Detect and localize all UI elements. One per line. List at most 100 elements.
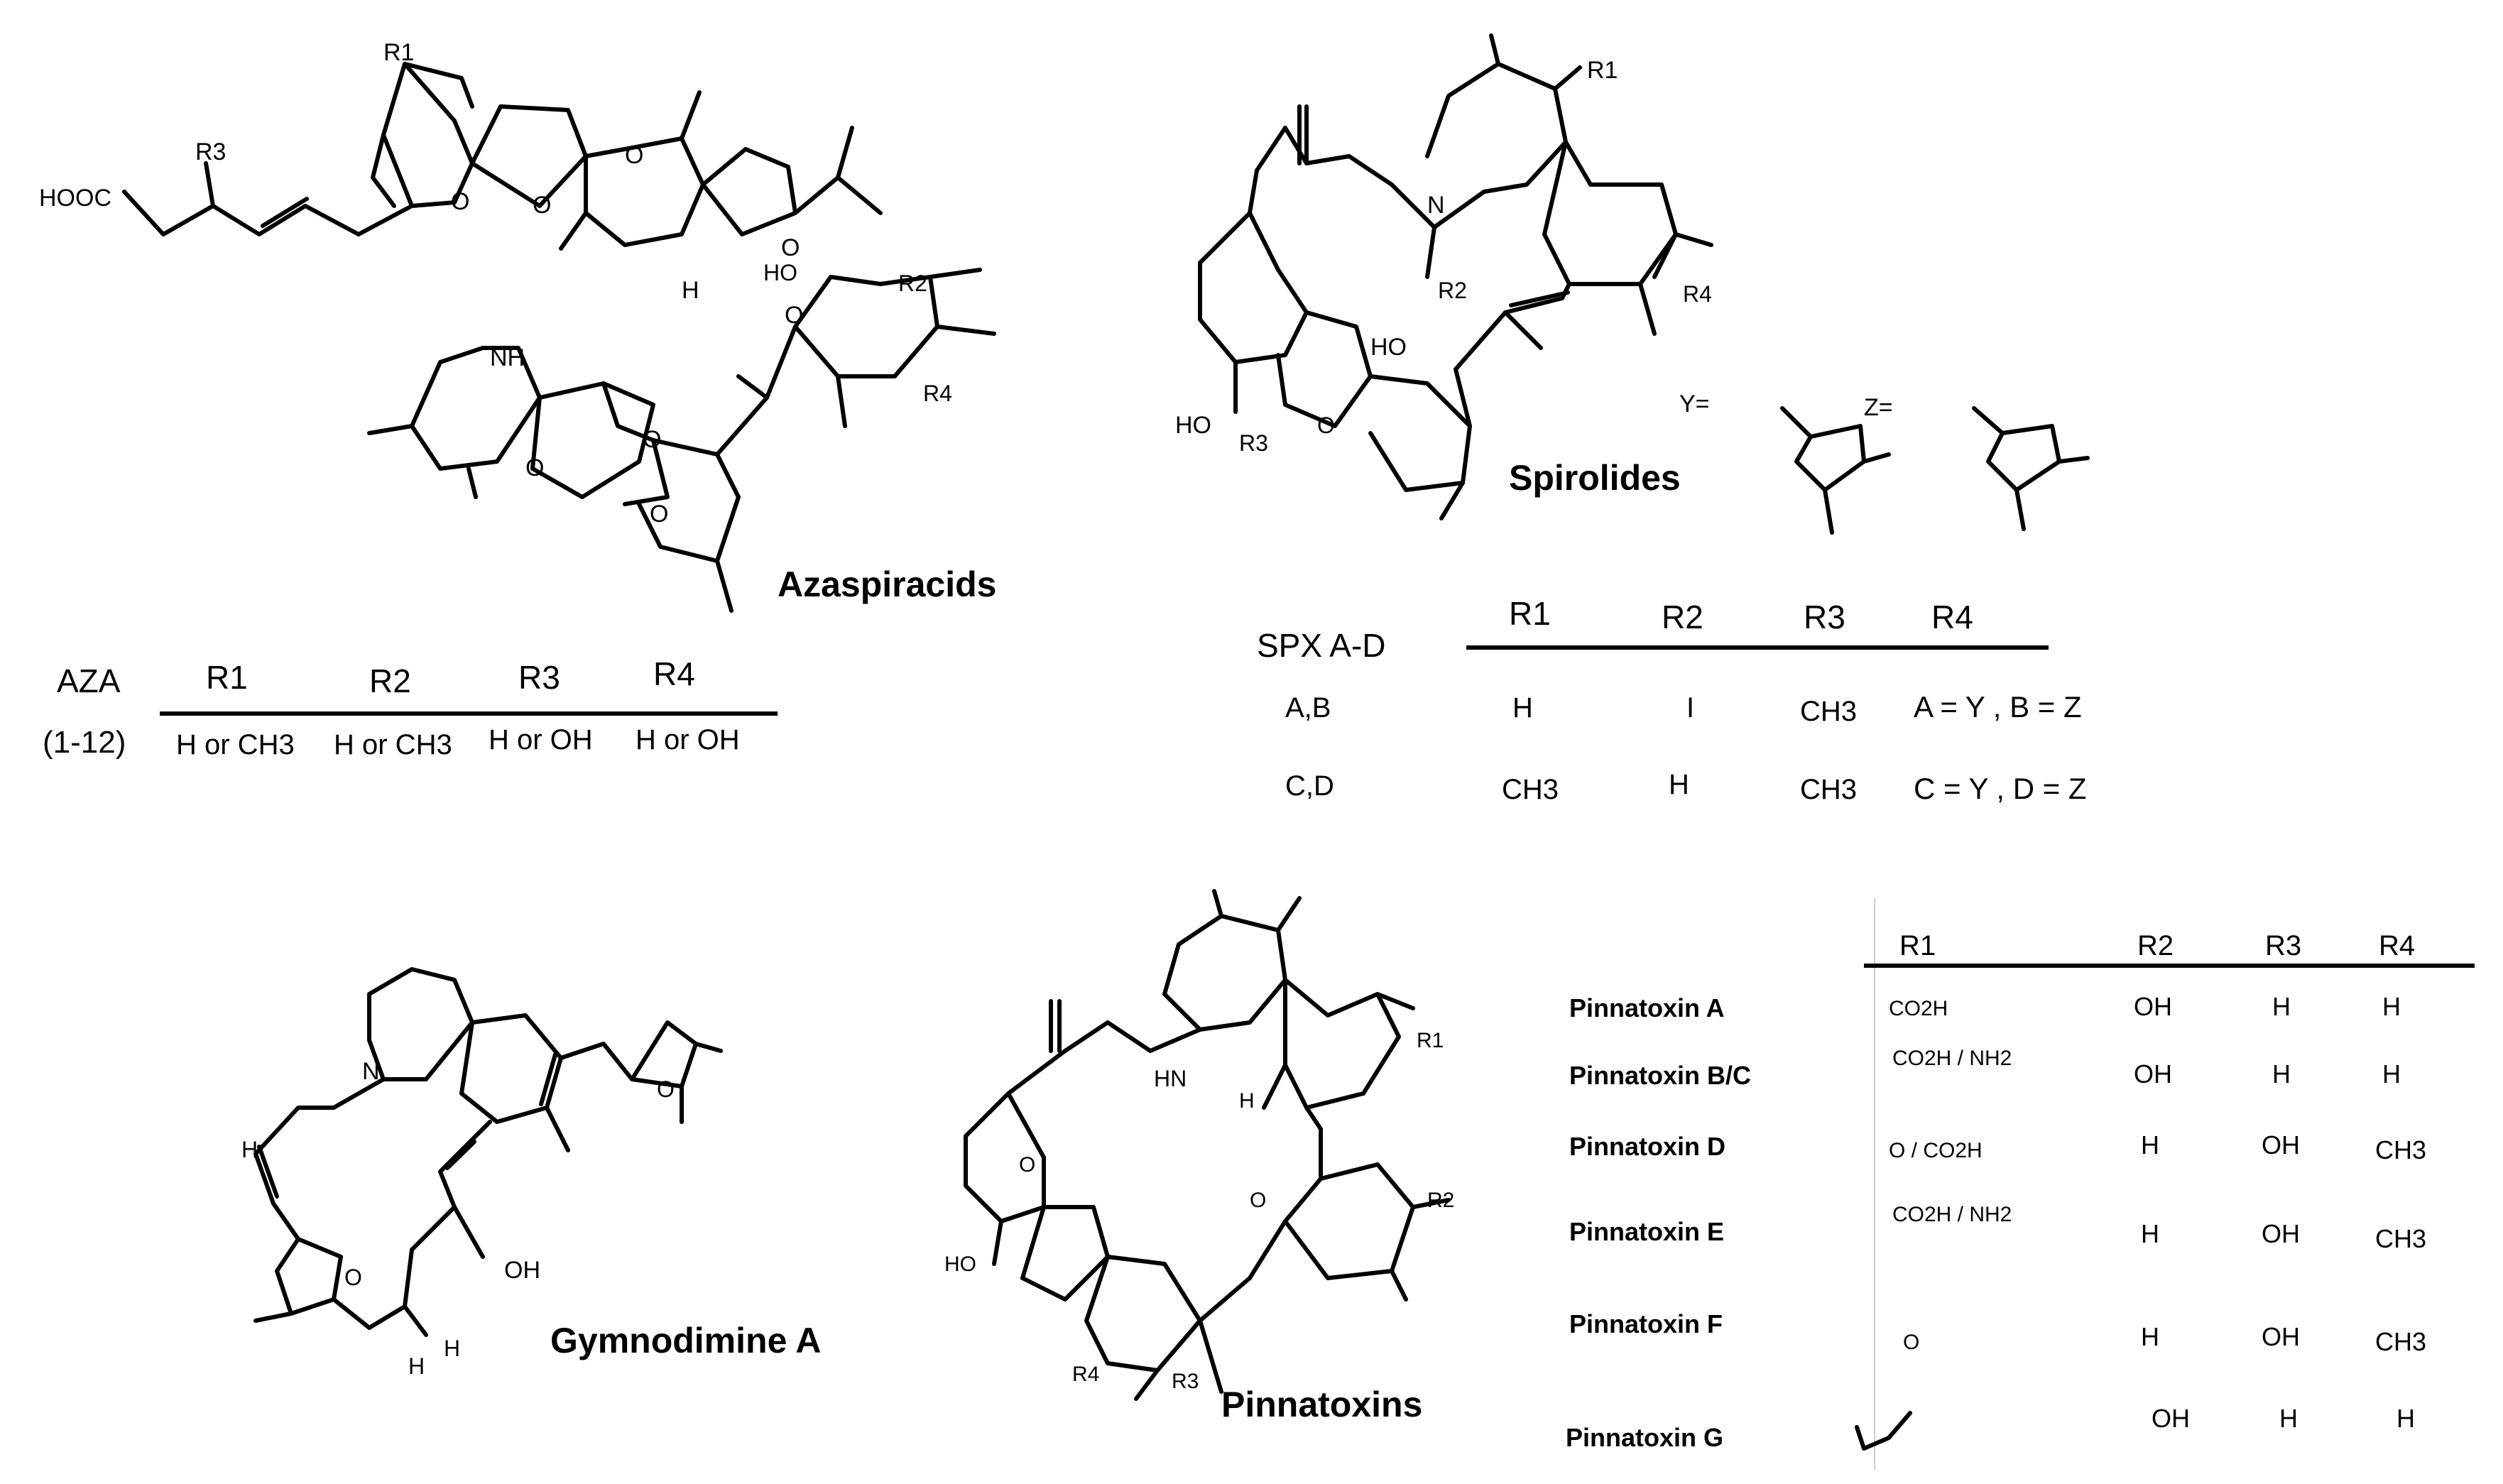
- pnt-r1-cell: O / CO2H: [1889, 1139, 1983, 1162]
- spx-n-label: N: [1427, 192, 1445, 219]
- pnt-h-label: H: [1239, 1089, 1255, 1113]
- pnt-row-name: Pinnatoxin B/C: [1569, 1061, 1751, 1090]
- spx-table-label: SPX A-D: [1257, 627, 1386, 664]
- aza-r4-label: R4: [923, 381, 952, 406]
- aza-header-r4: R4: [653, 655, 695, 692]
- aza-header-r3: R3: [518, 659, 560, 696]
- pnt-cell: OH: [2262, 1130, 2300, 1160]
- spx-cell: H: [1512, 692, 1533, 724]
- gymnodimine-title: Gymnodimine A: [550, 1321, 822, 1360]
- spx-table: SPX A-D R1 R2 R3 R4 A,B H I CH3 A = Y , …: [1257, 595, 2087, 805]
- pinnatoxins-title: Pinnatoxins: [1221, 1385, 1422, 1424]
- aza-header-r2: R2: [369, 662, 411, 699]
- pnt-header-r1: R1: [1899, 930, 1936, 961]
- spx-cell: CH3: [1800, 774, 1857, 805]
- gym-h3-label: H: [408, 1353, 425, 1379]
- pinnatoxin-structure: [964, 889, 1451, 1401]
- spx-y-label: Y=: [1679, 391, 1710, 418]
- pnt-cell: H: [2141, 1219, 2159, 1248]
- spx-header-r3: R3: [1804, 599, 1845, 635]
- pnt-o-label: O: [1019, 1153, 1035, 1177]
- azaspiracid-substituent-labels: HOOC R3 R1 O O O H O HO O R2 R4 NH O O O: [39, 39, 952, 528]
- spx-cell: CH3: [1800, 696, 1857, 727]
- aza-o-label: O: [533, 192, 551, 219]
- aza-o-label: O: [643, 426, 661, 453]
- pnt-cell: CH3: [2375, 1224, 2426, 1253]
- pnt-cell: CH3: [2375, 1327, 2426, 1356]
- aza-table: AZA (1-12) R1 R2 R3 R4 H or CH3 H or CH3…: [43, 655, 778, 760]
- gymnodimine-substituent-labels: N H OH O H H O: [241, 1058, 675, 1379]
- spx-header-r2: R2: [1662, 599, 1703, 635]
- pnt-o2-label: O: [1250, 1189, 1266, 1212]
- spx-header-r1: R1: [1509, 595, 1551, 632]
- pinnatoxin-substituent-labels: HN R1 H R2 HO R4 R3 O O: [944, 1029, 1454, 1393]
- spx-cell: I: [1686, 692, 1694, 724]
- aza-o-label: O: [525, 454, 544, 481]
- gym-o-label: O: [344, 1265, 362, 1290]
- aza-header-r1: R1: [206, 659, 248, 696]
- pnt-header-r3: R3: [2265, 930, 2301, 961]
- spx-r4-label: R4: [1683, 281, 1712, 307]
- gym-o2-label: O: [657, 1076, 675, 1102]
- spx-r3-label: R3: [1239, 430, 1268, 456]
- aza-o-label: O: [451, 188, 469, 215]
- spx-r2-label: R2: [1438, 278, 1467, 303]
- pnt-r4-label: R4: [1072, 1363, 1099, 1386]
- aza-o-label: O: [781, 234, 800, 261]
- spx-o-label: O: [1317, 413, 1335, 438]
- spx-ho2-label: HO: [1175, 412, 1211, 439]
- spx-z-label: Z=: [1864, 394, 1893, 421]
- aza-r2-label: R2: [898, 271, 927, 296]
- pnt-cell: H: [2396, 1404, 2415, 1433]
- pnt-r3-label: R3: [1172, 1370, 1199, 1393]
- pnt-r1-cell: CO2H / NH2: [1892, 1047, 2012, 1070]
- aza-table-range: (1-12): [43, 725, 126, 760]
- pnt-table: R1 R2 R3 R4 Pinnatoxin A CO2H OH H H Pin…: [1566, 898, 2475, 1470]
- gym-n-label: N: [362, 1058, 380, 1085]
- azaspiracids-title: Azaspiracids: [778, 564, 996, 604]
- pnt-cell: H: [2382, 992, 2401, 1021]
- pnt-cell: CH3: [2375, 1135, 2426, 1164]
- pnt-row-name: Pinnatoxin E: [1569, 1217, 1724, 1246]
- pnt-cell: OH: [2134, 992, 2172, 1021]
- pnt-hn-label: HN: [1154, 1066, 1187, 1091]
- aza-ho-label: HO: [763, 260, 797, 285]
- gym-h-label: H: [241, 1137, 258, 1162]
- pnt-cell: H: [2382, 1059, 2401, 1089]
- spx-header-r4: R4: [1931, 599, 1973, 635]
- aza-value-r3: H or OH: [489, 724, 593, 755]
- spx-cell: H: [1669, 769, 1689, 800]
- gym-h2-label: H: [444, 1336, 460, 1361]
- pnt-r1-label: R1: [1417, 1029, 1444, 1052]
- pnt-r1-cell: O: [1903, 1331, 1919, 1354]
- aza-o-label: O: [625, 142, 643, 169]
- pnt-cell: H: [2141, 1322, 2159, 1351]
- spirolide-substituent-labels: R1 N R4 R2 HO HO R3 O Y= Z=: [1175, 57, 1893, 456]
- spx-cell: CH3: [1502, 774, 1559, 805]
- aza-h-label: H: [682, 277, 699, 304]
- pnt-header-r4: R4: [2379, 930, 2415, 961]
- gym-oh-label: OH: [504, 1257, 540, 1284]
- pnt-cell: OH: [2262, 1322, 2300, 1351]
- pnt-r1-cell: CO2H / NH2: [1892, 1203, 2012, 1226]
- aza-r1-label: R1: [383, 39, 414, 66]
- spx-cell: C = Y , D = Z: [1914, 772, 2087, 805]
- pnt-row-name: Pinnatoxin G: [1566, 1423, 1723, 1452]
- aza-value-r2: H or CH3: [334, 729, 452, 760]
- pnt-row-name: Pinnatoxin A: [1569, 993, 1725, 1022]
- pnt-g-vinyl: [1855, 1411, 1912, 1451]
- aza-table-label: AZA: [57, 662, 121, 699]
- pnt-row-name: Pinnatoxin F: [1569, 1309, 1723, 1338]
- pnt-cell: OH: [2262, 1219, 2300, 1248]
- pnt-ho-label: HO: [944, 1253, 976, 1276]
- pnt-r2-label: R2: [1427, 1189, 1454, 1212]
- pnt-r1-cell: CO2H: [1889, 997, 1948, 1020]
- aza-nh-label: NH: [490, 344, 525, 371]
- spx-row-name: C,D: [1285, 770, 1334, 802]
- spx-r1-label: R1: [1587, 57, 1618, 84]
- spx-row-name: A,B: [1285, 692, 1331, 724]
- aza-hooc-label: HOOC: [39, 185, 111, 212]
- aza-o-label: O: [650, 501, 668, 528]
- pnt-cell: H: [2272, 992, 2291, 1021]
- spx-ho-label: HO: [1370, 334, 1407, 361]
